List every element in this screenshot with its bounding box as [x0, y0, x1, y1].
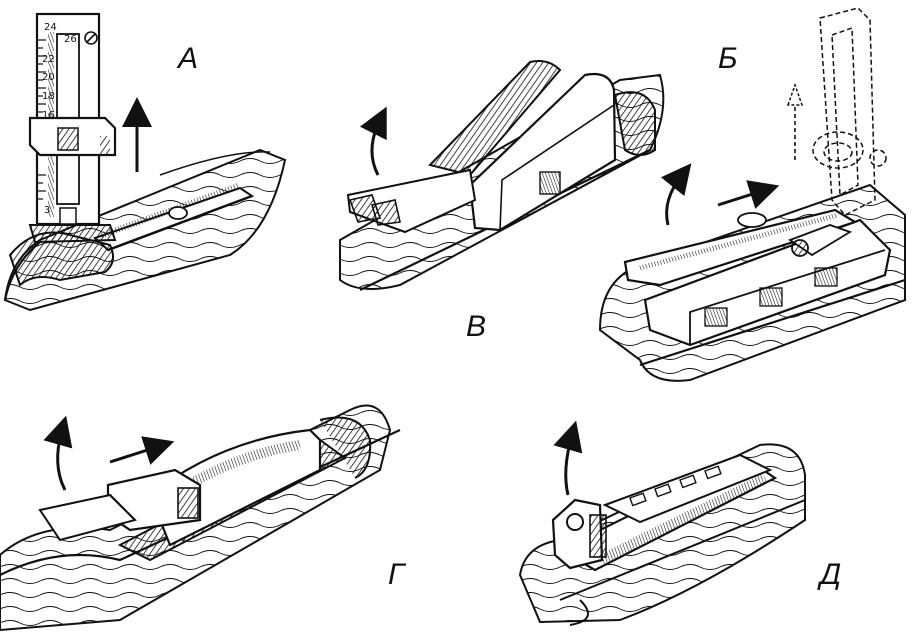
- panel-d-sight-drawing: [518, 420, 806, 626]
- scale-mark-22: 22: [42, 54, 55, 65]
- scale-mark-26: 26: [64, 34, 77, 45]
- panel-label-a: А: [178, 42, 199, 75]
- scale-mark-20: 20: [42, 72, 55, 83]
- scale-mark-24: 24: [44, 22, 57, 33]
- panel-b-sight-drawing: [598, 7, 906, 382]
- panel-a-sight-drawing: [3, 12, 287, 312]
- panel-label-v: В: [466, 310, 487, 343]
- panel-label-g: Г: [388, 558, 405, 591]
- panel-v-sight-drawing: [339, 60, 665, 291]
- panel-label-d: Д: [820, 558, 842, 591]
- panel-label-b: Б: [718, 42, 738, 75]
- panel-g-sight-drawing: [0, 404, 401, 632]
- scale-mark-18: 18: [42, 91, 55, 102]
- scale-mark-3: 3: [44, 205, 50, 216]
- scale-mark-16: 16: [42, 110, 55, 121]
